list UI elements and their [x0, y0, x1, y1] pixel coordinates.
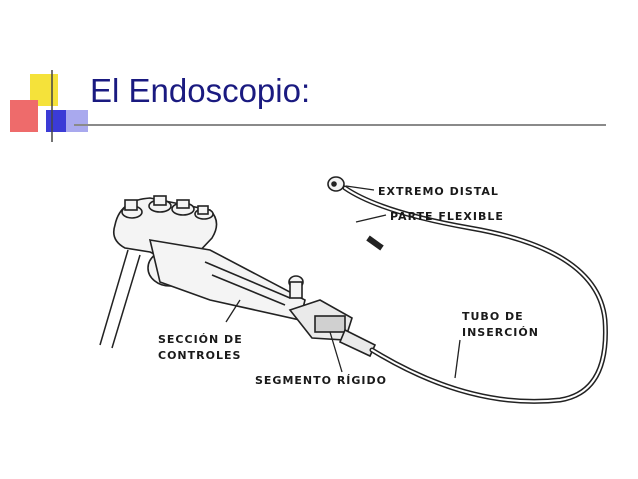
- label-controles: CONTROLES: [158, 349, 241, 362]
- label-insercion: INSERCIÓN: [462, 326, 539, 339]
- deco-red-square: [10, 100, 38, 132]
- leader-tubo-insercion: [454, 339, 461, 379]
- leader-segmento-rigido: [329, 331, 343, 373]
- leader-seccion-controles: [225, 299, 241, 323]
- control-section: [112, 195, 306, 321]
- leader-parte-flexible: [355, 214, 387, 223]
- label-parte-flexible: PARTE FLEXIBLE: [390, 210, 504, 223]
- rigid-segment: [288, 299, 377, 358]
- title-rule: [74, 124, 606, 126]
- insertion-tube-inner: [344, 187, 607, 403]
- flexible-part-marker: [366, 235, 384, 251]
- leader-extremo-distal: [345, 185, 375, 191]
- umbilical-cord: [99, 249, 129, 346]
- distal-tip: [327, 176, 345, 192]
- label-seccion-de: SECCIÓN DE: [158, 333, 243, 346]
- deco-lightblue-square: [66, 110, 88, 132]
- label-tubo-de: TUBO DE: [462, 310, 524, 323]
- label-segmento-rigido: SEGMENTO RÍGIDO: [255, 374, 387, 387]
- slide-title: El Endoscopio:: [90, 72, 311, 109]
- umbilical-cord-edge: [111, 254, 141, 349]
- title-decoration: [10, 70, 88, 142]
- label-extremo-distal: EXTREMO DISTAL: [378, 185, 499, 198]
